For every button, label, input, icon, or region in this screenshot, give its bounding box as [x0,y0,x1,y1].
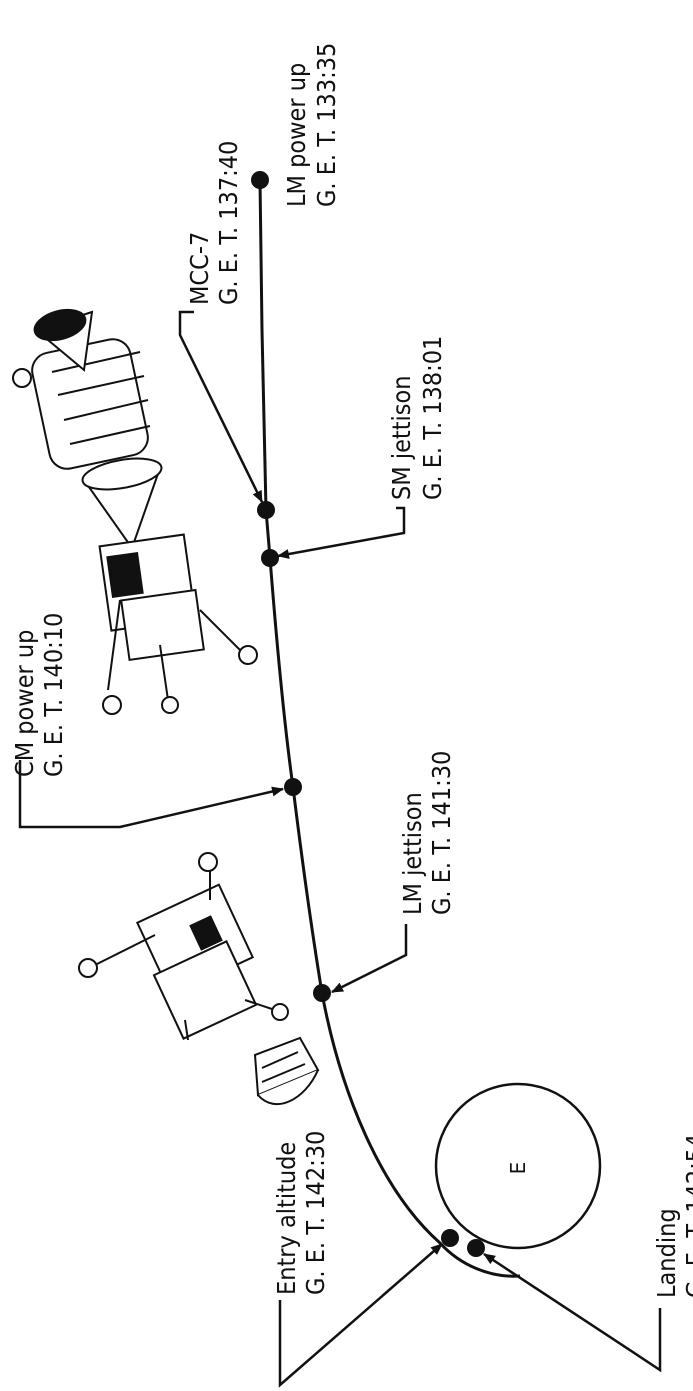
earth: E [434,1082,602,1250]
trajectory-path [258,179,521,1278]
label-lm-power-up: LM power up [282,63,311,207]
service-module-illustration [12,308,151,470]
leader-cm-power-up [18,760,284,829]
time-lm-jettison: G. E. T. 141:30 [427,751,456,915]
dot-cm-power-up [284,778,302,796]
label-landing: Landing [652,1208,681,1298]
time-sm-jettison: G. E. T. 138:01 [418,336,447,500]
label-sm-jettison: SM jettison [387,375,416,500]
dot-landing [467,1239,485,1257]
label-cm-power-up: CM power up [10,630,39,777]
time-entry-altitude: G. E. T. 142:30 [301,1131,330,1295]
earth-label: E [506,1162,530,1175]
earth-circle [434,1082,602,1250]
leader-lm-jettison [331,924,408,994]
leader-landing [483,1252,662,1373]
event-labels: LM power up G. E. T. 133:35 MCC-7 G. E. … [10,43,693,1298]
lunar-module-illustration [78,852,289,1041]
event-dots [251,171,485,1257]
dot-sm-jettison [261,549,279,567]
time-landing: G. E. T. 142:54 [681,1134,693,1298]
time-lm-power-up: G. E. T. 133:35 [312,43,341,207]
dot-lm-jettison [313,984,331,1002]
dot-entry-altitude [441,1229,459,1247]
leader-mcc-7 [178,310,264,503]
leader-lines [18,310,662,1388]
time-cm-power-up: G. E. T. 140:10 [39,613,68,777]
dot-lm-power-up [251,171,269,189]
cm-lm-docked-illustration [81,457,258,715]
dot-mcc-7 [257,501,275,519]
leader-sm-jettison [277,506,406,559]
leader-entry-altitude [278,1243,443,1388]
time-mcc-7: G. E. T. 137:40 [214,141,243,305]
label-entry-altitude: Entry altitude [272,1142,301,1295]
label-lm-jettison: LM jettison [398,792,427,915]
label-mcc-7: MCC-7 [185,232,214,305]
command-module-illustration [253,1036,320,1106]
